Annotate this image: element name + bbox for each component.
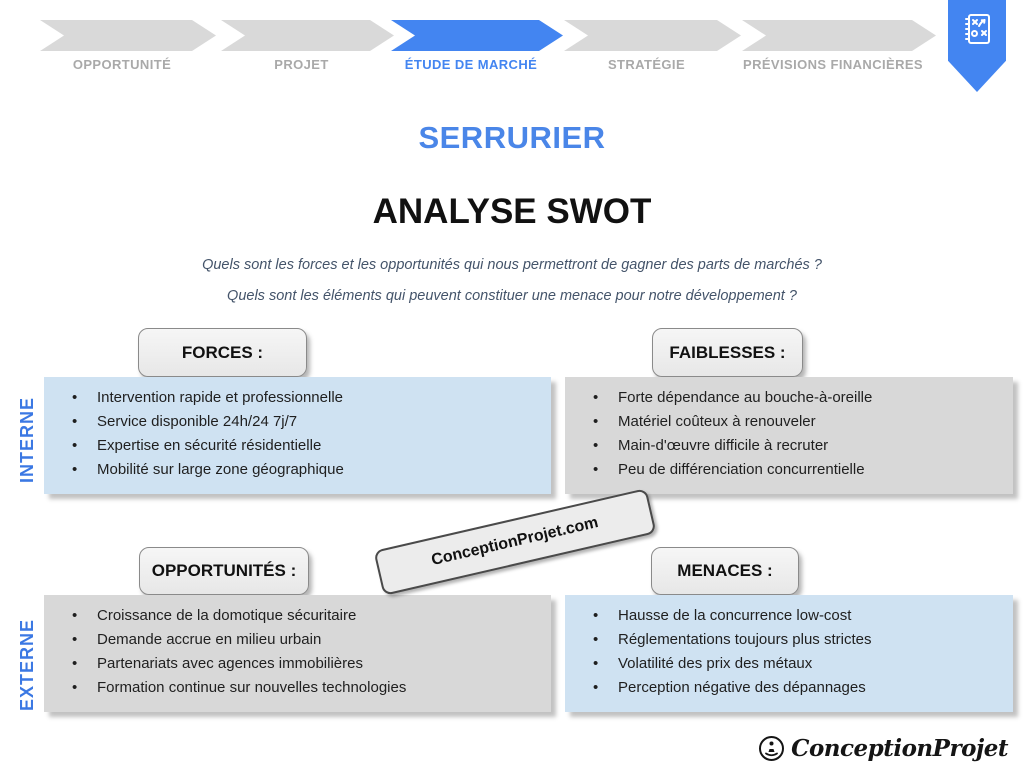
- bullet-item: Forte dépendance au bouche-à-oreille: [593, 386, 1007, 410]
- faiblesses-list: Forte dépendance au bouche-à-oreilleMaté…: [565, 377, 1013, 482]
- step-arrow-active: [391, 20, 563, 51]
- bullet-item: Mobilité sur large zone géographique: [72, 458, 545, 482]
- nav-step-previsions-financieres[interactable]: PRÉVISIONS FINANCIÈRES: [742, 0, 936, 80]
- step-label: PROJET: [274, 57, 329, 72]
- intro-question-2: Quels sont les éléments qui peuvent cons…: [227, 288, 797, 304]
- intro-question-1: Quels sont les forces et les opportunité…: [202, 257, 822, 273]
- business-title: SERRURIER: [418, 120, 606, 155]
- bullet-item: Main-d'œuvre difficile à recruter: [593, 434, 1007, 458]
- opportunites-list: Croissance de la domotique sécuritaireDe…: [44, 595, 551, 700]
- bullet-item: Formation continue sur nouvelles technol…: [72, 676, 545, 700]
- step-arrow: [221, 20, 394, 51]
- forces-list: Intervention rapide et professionnelleSe…: [44, 377, 551, 482]
- opportunites-label-box: OPPORTUNITÉS :: [139, 547, 309, 595]
- step-label: ÉTUDE DE MARCHÉ: [404, 57, 538, 72]
- bullet-item: Réglementations toujours plus strictes: [593, 628, 1007, 652]
- bullet-item: Intervention rapide et professionnelle: [72, 386, 545, 410]
- watermark-badge: ConceptionProjet.com: [373, 488, 657, 596]
- nav-step-opportunite[interactable]: OPPORTUNITÉ: [40, 0, 216, 80]
- faiblesses-label-box: FAIBLESSES :: [652, 328, 803, 377]
- hand-pawn-logo-icon: [759, 736, 785, 761]
- nav-step-etude-de-marche[interactable]: ÉTUDE DE MARCHÉ: [391, 0, 563, 80]
- opportunites-panel: Croissance de la domotique sécuritaireDe…: [44, 595, 551, 712]
- faiblesses-panel: Forte dépendance au bouche-à-oreilleMaté…: [565, 377, 1013, 494]
- page-title: ANALYSE SWOT: [372, 192, 652, 231]
- footer-brand: ConceptionProjet: [758, 735, 1008, 762]
- bullet-item: Hausse de la concurrence low-cost: [593, 604, 1007, 628]
- menaces-list: Hausse de la concurrence low-costRégleme…: [565, 595, 1013, 700]
- bullet-item: Expertise en sécurité résidentielle: [72, 434, 545, 458]
- bullet-item: Demande accrue en milieu urbain: [72, 628, 545, 652]
- nav-step-projet[interactable]: PROJET: [221, 0, 394, 80]
- step-arrow: [40, 20, 216, 51]
- bullet-item: Croissance de la domotique sécuritaire: [72, 604, 545, 628]
- bullet-item: Matériel coûteux à renouveler: [593, 410, 1007, 434]
- bullet-item: Perception négative des dépannages: [593, 676, 1007, 700]
- bullet-item: Service disponible 24h/24 7j/7: [72, 410, 545, 434]
- bullet-item: Volatilité des prix des métaux: [593, 652, 1007, 676]
- bookmark-ribbon: [948, 0, 1006, 92]
- step-arrow: [564, 20, 741, 51]
- nav-step-strategie[interactable]: STRATÉGIE: [564, 0, 741, 80]
- step-label: STRATÉGIE: [607, 57, 686, 72]
- step-label: OPPORTUNITÉ: [72, 57, 172, 72]
- axis-label-externe: EXTERNE: [17, 618, 37, 712]
- bullet-item: Peu de différenciation concurrentielle: [593, 458, 1007, 482]
- menaces-label-box: MENACES :: [651, 547, 799, 595]
- bullet-item: Partenariats avec agences immobilières: [72, 652, 545, 676]
- brand-logotype: ConceptionProjet: [791, 735, 1008, 762]
- forces-panel: Intervention rapide et professionnelleSe…: [44, 377, 551, 494]
- menaces-panel: Hausse de la concurrence low-costRégleme…: [565, 595, 1013, 712]
- axis-label-interne: INTERNE: [17, 397, 37, 484]
- step-label: PRÉVISIONS FINANCIÈRES: [743, 57, 923, 72]
- strategy-playbook-icon: [965, 14, 990, 44]
- forces-label-box: FORCES :: [138, 328, 307, 377]
- step-arrow: [742, 20, 936, 51]
